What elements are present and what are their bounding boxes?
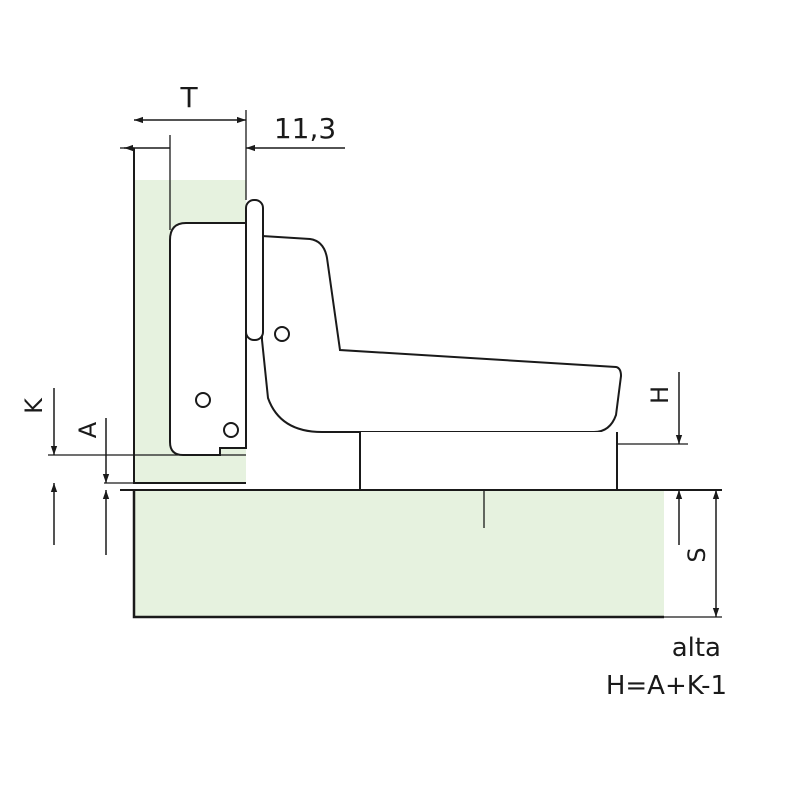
k-label: K	[20, 397, 48, 414]
caption-title: alta	[672, 633, 721, 663]
screw-hole-top	[195, 392, 211, 408]
dimension-arrows	[50, 116, 720, 617]
hinge-knuckle	[245, 199, 264, 341]
mounting-plate	[359, 432, 618, 491]
hinge-arm	[261, 234, 623, 433]
offset-label: 11,3	[274, 112, 336, 145]
t-label: T	[179, 81, 198, 114]
carcass-panel	[132, 490, 664, 619]
rivet	[274, 326, 290, 342]
s-label: S	[683, 547, 711, 562]
a-label: A	[74, 421, 102, 438]
hinge-cup	[169, 222, 247, 456]
caption-formula: H=A+K-1	[606, 671, 727, 701]
h-label: H	[646, 386, 674, 404]
screw-hole-bottom	[223, 422, 239, 438]
